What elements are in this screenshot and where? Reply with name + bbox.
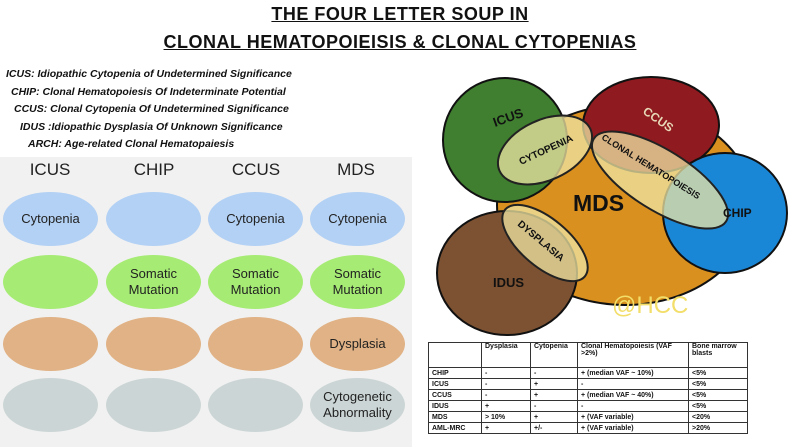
- cell-chip-cytogenetic: [106, 378, 201, 432]
- table-cell: ICUS: [428, 378, 482, 390]
- table-cell: > 10%: [481, 411, 531, 423]
- cell-chip-dysplasia: [106, 317, 201, 371]
- definition-idus: IDUS :Idiopathic Dysplasia Of Unknown Si…: [20, 121, 283, 133]
- criteria-table: Dysplasia Cytopenia Clonal Hematopoiesis…: [428, 342, 748, 434]
- table-cell: +: [530, 378, 578, 390]
- cell-mds-mutation: Somatic Mutation: [310, 255, 405, 309]
- table-cell: +: [530, 411, 578, 423]
- column-header-chip: CHIP: [133, 160, 175, 179]
- table-row: ICUS - + - <5%: [428, 378, 748, 390]
- table-cell: -: [481, 367, 531, 379]
- column-header-icus: ICUS: [29, 160, 71, 179]
- cell-ccus-dysplasia: [208, 317, 303, 371]
- table-cell: CCUS: [428, 389, 482, 401]
- cell-chip-mutation: Somatic Mutation: [106, 255, 201, 309]
- table-cell: -: [481, 389, 531, 401]
- table-cell: MDS: [428, 411, 482, 423]
- table-header-row: Dysplasia Cytopenia Clonal Hematopoiesis…: [428, 342, 748, 368]
- table-cell: <20%: [688, 411, 748, 423]
- table-cell: -: [577, 378, 689, 390]
- venn-label-mds: MDS: [573, 190, 624, 216]
- table-cell: -: [530, 367, 578, 379]
- cell-mds-dysplasia: Dysplasia: [310, 317, 405, 371]
- table-cell: -: [481, 378, 531, 390]
- table-cell: + (VAF variable): [577, 411, 689, 423]
- cell-mds-cytopenia: Cytopenia: [310, 192, 405, 246]
- table-header-cell: Bone marrow blasts: [688, 342, 748, 368]
- cell-mds-cytogenetic: Cytogenetic Abnormality: [310, 378, 405, 432]
- definition-chip: CHIP: Clonal Hematopoiesis Of Indetermin…: [11, 86, 286, 98]
- table-cell: <5%: [688, 378, 748, 390]
- table-header-cell: Cytopenia: [530, 342, 578, 368]
- cell-ccus-cytogenetic: [208, 378, 303, 432]
- venn-label-chip: CHIP: [723, 206, 752, 220]
- table-row: MDS > 10% + + (VAF variable) <20%: [428, 411, 748, 423]
- venn-diagram: ICUS CCUS MDS CHIP IDUS CYTOPENIA CLONAL…: [436, 76, 788, 336]
- table-cell: +/-: [530, 422, 578, 434]
- table-cell: + (VAF variable): [577, 422, 689, 434]
- table-cell: CHIP: [428, 367, 482, 379]
- cell-icus-cytogenetic: [3, 378, 98, 432]
- column-header-ccus: CCUS: [231, 160, 281, 179]
- table-row: CHIP - - + (median VAF ~ 10%) <5%: [428, 367, 748, 379]
- table-cell: AML-MRC: [428, 422, 482, 434]
- venn-cytopenia-band: [496, 114, 594, 186]
- table-cell: + (median VAF ~ 10%): [577, 367, 689, 379]
- watermark: @HCC: [612, 292, 689, 319]
- definition-icus: ICUS: Idiopathic Cytopenia of Undetermin…: [6, 68, 292, 80]
- table-cell: <5%: [688, 400, 748, 412]
- table-cell: -: [577, 400, 689, 412]
- table-row: IDUS + - - <5%: [428, 400, 748, 412]
- title-line-2: CLONAL HEMATOPOIEISIS & CLONAL CYTOPENIA…: [163, 32, 637, 52]
- table-cell: <5%: [688, 389, 748, 401]
- table-cell: <5%: [688, 367, 748, 379]
- table-header-cell: Dysplasia: [481, 342, 531, 368]
- title-line-1: THE FOUR LETTER SOUP IN: [271, 4, 529, 24]
- cell-ccus-cytopenia: Cytopenia: [208, 192, 303, 246]
- cell-chip-cytopenia: [106, 192, 201, 246]
- cell-icus-mutation: [3, 255, 98, 309]
- cell-icus-dysplasia: [3, 317, 98, 371]
- cell-icus-cytopenia: Cytopenia: [3, 192, 98, 246]
- cell-ccus-mutation: Somatic Mutation: [208, 255, 303, 309]
- table-row: CCUS - + + (median VAF ~ 40%) <5%: [428, 389, 748, 401]
- table-cell: -: [530, 400, 578, 412]
- column-header-mds: MDS: [337, 160, 375, 179]
- venn-dysplasia-band: [501, 203, 589, 283]
- table-cell: >20%: [688, 422, 748, 434]
- definition-ccus: CCUS: Clonal Cytopenia Of Undetermined S…: [14, 103, 289, 115]
- table-header-cell: Clonal Hematopoiesis (VAF >2%): [577, 342, 689, 368]
- venn-label-idus: IDUS: [493, 275, 524, 290]
- venn-clonal-band: [590, 130, 730, 230]
- table-header-cell: [428, 342, 482, 368]
- definition-arch: ARCH: Age-related Clonal Hematopaiesis: [28, 138, 235, 150]
- table-cell: +: [481, 400, 531, 412]
- table-cell: IDUS: [428, 400, 482, 412]
- table-row: AML-MRC + +/- + (VAF variable) >20%: [428, 422, 748, 434]
- table-cell: +: [530, 389, 578, 401]
- table-cell: + (median VAF ~ 40%): [577, 389, 689, 401]
- table-cell: +: [481, 422, 531, 434]
